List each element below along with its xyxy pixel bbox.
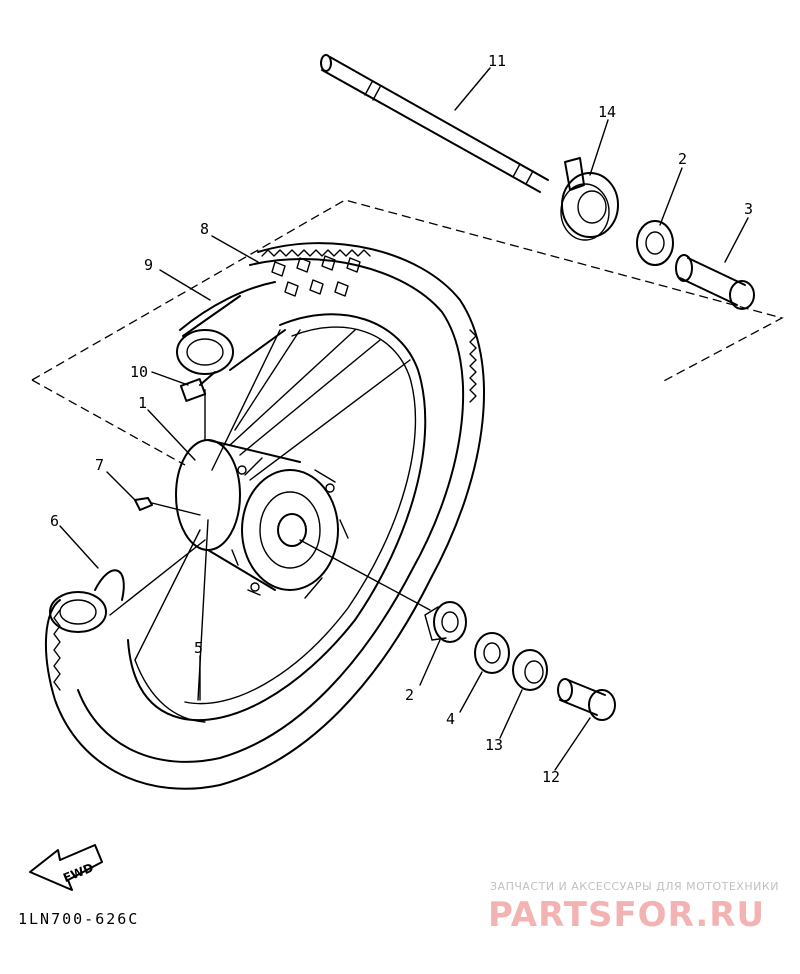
callout-14: 14: [598, 103, 616, 121]
bearing-lower: [424, 601, 467, 643]
callout-2-upper: 2: [678, 150, 687, 168]
callout-5: 5: [194, 639, 203, 657]
oil-seal: [474, 632, 510, 674]
callout-6: 6: [50, 512, 59, 530]
axle-centerline: [299, 539, 431, 611]
callout-3: 3: [744, 200, 753, 218]
valve: [179, 371, 216, 402]
watermark-brand: PARTSFOR.RU: [488, 895, 765, 935]
axle: [320, 54, 549, 193]
callout-9: 9: [144, 256, 153, 274]
callout-10: 10: [130, 363, 148, 381]
fwd-label: FWD: [61, 860, 95, 885]
collar: [512, 649, 548, 691]
inner-tube: [176, 281, 286, 375]
rim-lock: [49, 569, 125, 633]
watermark-tagline: ЗАПЧАСТИ И АКСЕССУАРЫ ДЛЯ МОТОТЕХНИКИ: [490, 880, 779, 893]
axle-collar: [557, 678, 616, 721]
assembly-boundary: [31, 199, 784, 466]
callout-11: 11: [488, 52, 506, 70]
tire: [45, 242, 485, 790]
watermark: ЗАПЧАСТИ И АКСЕССУАРЫ ДЛЯ МОТОТЕХНИКИ PA…: [488, 880, 779, 935]
spoke-nipple: [134, 497, 201, 516]
hub: [175, 439, 349, 599]
callout-12: 12: [542, 768, 560, 786]
collar-spacer: [675, 254, 755, 310]
bearing-upper: [636, 220, 674, 266]
leader-lines: [59, 67, 749, 771]
spokes: [109, 329, 411, 701]
rim: [127, 313, 427, 723]
callout-1: 1: [138, 394, 147, 412]
callout-8: 8: [200, 220, 209, 238]
callout-2-lower: 2: [405, 686, 414, 704]
speedometer-gear-unit: [560, 157, 619, 241]
callout-7: 7: [95, 456, 104, 474]
callout-13: 13: [485, 736, 503, 754]
drawing-code: 1LN700-626C: [18, 910, 139, 928]
callout-labels: 11 14 2 3 8 9 10 1 7 6 5 2 4 13 12: [50, 52, 753, 786]
callout-4: 4: [446, 710, 455, 728]
fwd-arrow: FWD: [29, 844, 103, 891]
